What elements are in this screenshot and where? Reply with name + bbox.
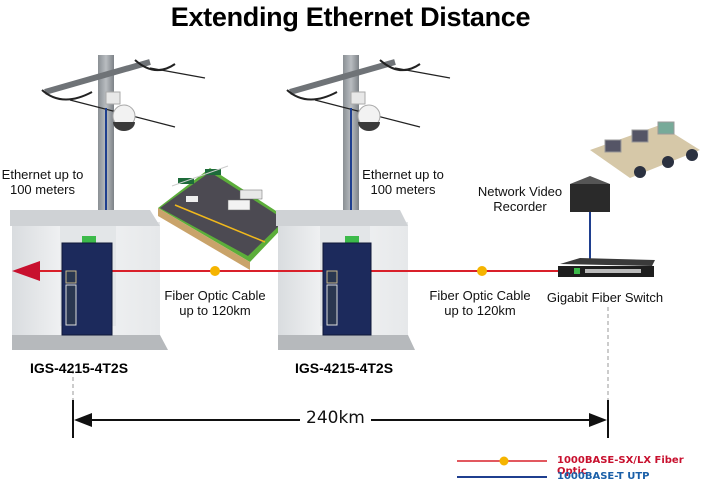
nvr-device-icon bbox=[570, 176, 610, 212]
page-title: Extending Ethernet Distance bbox=[170, 2, 531, 32]
industrial-switch-2 bbox=[322, 236, 372, 336]
site-1-model-label: IGS-4215-4T2S bbox=[30, 360, 129, 376]
fiber-link-1-label: Fiber Optic Cable up to 120km bbox=[155, 288, 275, 318]
fiber-link-1-line2: up to 120km bbox=[179, 303, 251, 318]
site-2-model-label: IGS-4215-4T2S bbox=[295, 360, 394, 376]
site-2-ethernet-line1: Ethernet up to bbox=[362, 167, 444, 182]
fiber-link-2-line2: up to 120km bbox=[444, 303, 516, 318]
highway-scene bbox=[158, 165, 290, 270]
fiber-link-2-label: Fiber Optic Cable up to 120km bbox=[420, 288, 540, 318]
industrial-switch-1 bbox=[61, 236, 113, 336]
legend-utp-label: 1000BASE-T UTP bbox=[557, 471, 650, 482]
fiber-link-2-line1: Fiber Optic Cable bbox=[429, 288, 531, 303]
fiber-link-1-line1: Fiber Optic Cable bbox=[164, 288, 266, 303]
legend-fiber-label: 1000BASE-SX/LX Fiber Optic bbox=[557, 455, 684, 477]
site-2-ethernet-label: Ethernet up to 100 meters bbox=[358, 167, 448, 197]
legend-fiber-badge-icon bbox=[499, 456, 509, 466]
nvr-label: Network Video Recorder bbox=[470, 184, 570, 214]
ptz-camera-icon-1 bbox=[105, 91, 136, 131]
site-1-ethernet-line1: Ethernet up to bbox=[1, 167, 84, 182]
nvr-label-line2: Recorder bbox=[493, 199, 547, 214]
gigabit-fiber-switch-icon bbox=[558, 258, 655, 277]
gigabit-fiber-switch-label: Gigabit Fiber Switch bbox=[546, 290, 664, 305]
fiber-extend-arrow-icon bbox=[12, 261, 40, 281]
site-1-ethernet-label: Ethernet up to 100 meters bbox=[0, 167, 85, 197]
ptz-camera-icon-2 bbox=[350, 91, 381, 131]
control-room-illustration bbox=[590, 121, 700, 178]
fiber-badge-icon-1 bbox=[210, 266, 220, 276]
fiber-badge-icon-2 bbox=[477, 266, 487, 276]
nvr-label-line1: Network Video bbox=[477, 184, 563, 199]
distance-label: 240km bbox=[300, 408, 371, 428]
site-1-ethernet-line2: 100 meters bbox=[9, 182, 76, 197]
site-2-ethernet-line2: 100 meters bbox=[370, 182, 436, 197]
